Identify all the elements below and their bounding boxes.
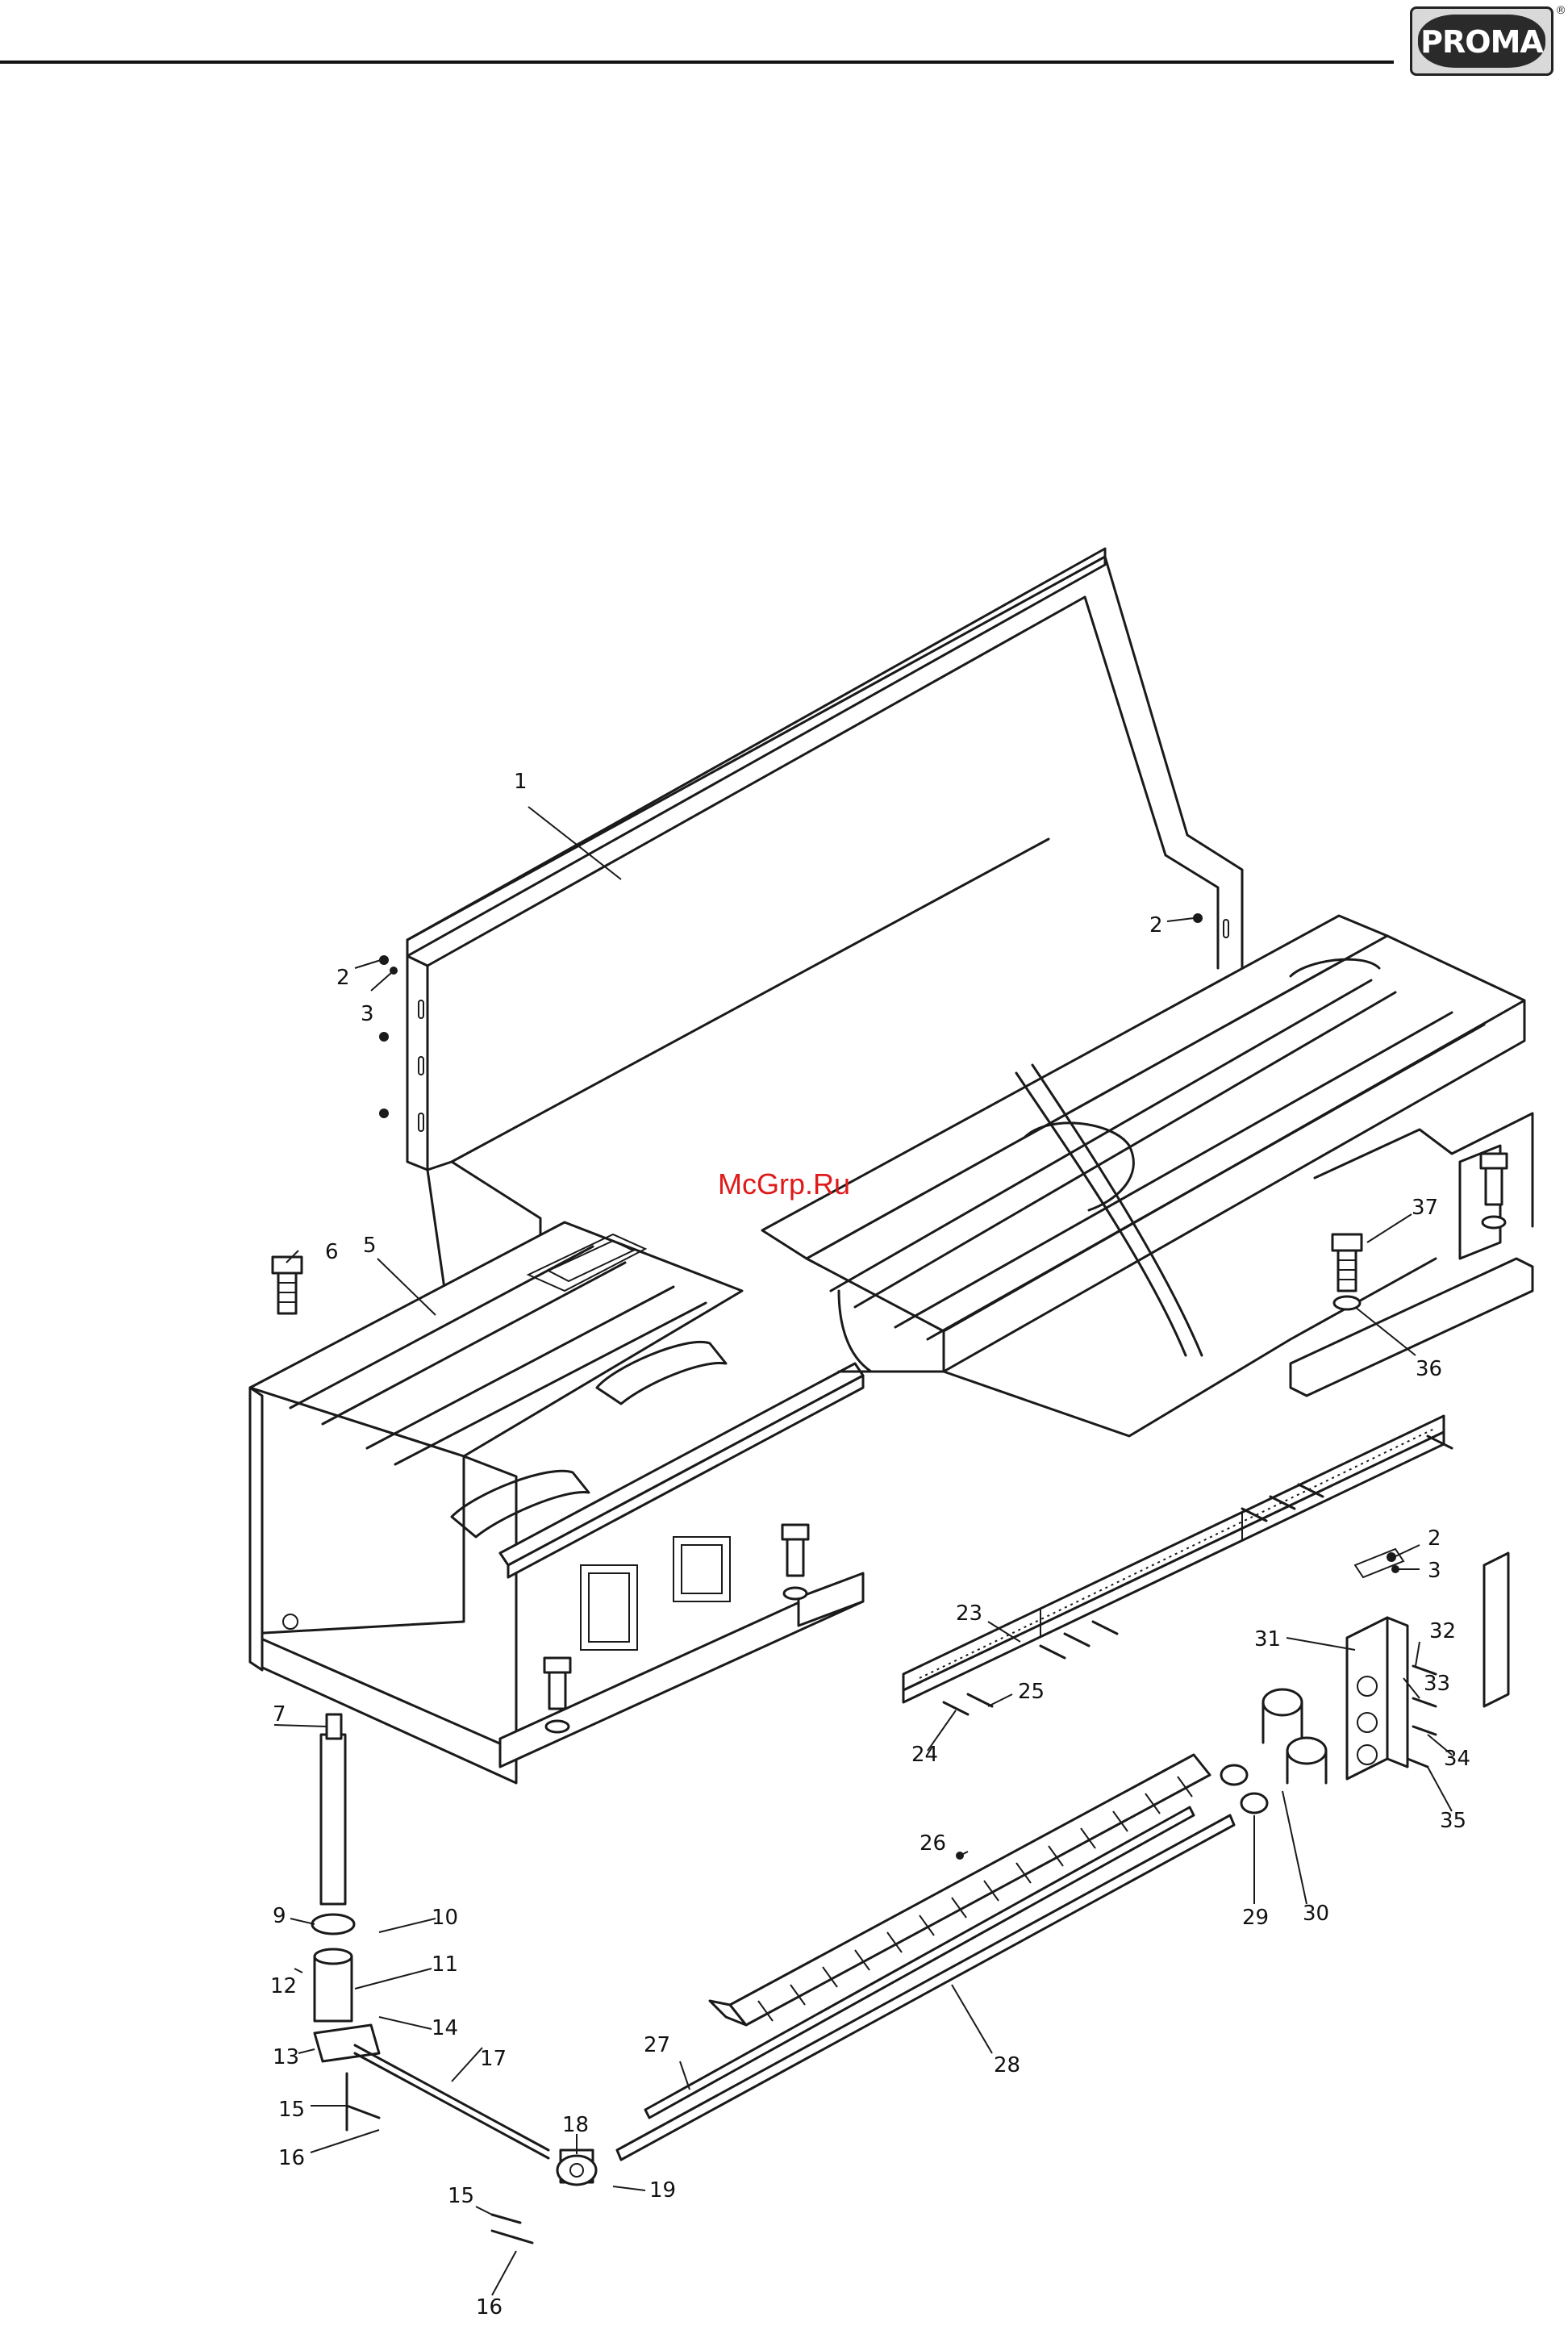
callout-17: 17 [480, 2047, 507, 2071]
coupling-18-icon [557, 2156, 596, 2185]
callout-15: 15 [278, 2098, 305, 2122]
callout-2: 2 [1428, 1526, 1441, 1551]
callout-6: 6 [325, 1240, 339, 1264]
callout-1: 1 [514, 770, 528, 794]
callout-3: 3 [1428, 1559, 1441, 1583]
callout-27: 27 [644, 2033, 670, 2057]
callout-5: 5 [363, 1234, 377, 1258]
lever-shaft-assembly [312, 1714, 593, 2182]
callout-12: 12 [270, 1974, 297, 1998]
callout-33: 33 [1424, 1672, 1450, 1696]
callout-24: 24 [911, 1743, 938, 1767]
callout-37: 37 [1412, 1196, 1438, 1220]
lead-screw-part [710, 1755, 1210, 2025]
callout-19: 19 [649, 2178, 676, 2203]
callout-29: 29 [1242, 1906, 1269, 1930]
callout-3: 3 [361, 1002, 374, 1026]
callout-18: 18 [562, 2113, 589, 2137]
bolt-37-icon [1332, 1234, 1362, 1309]
callout-13: 13 [273, 2045, 299, 2069]
callout-2: 2 [1149, 913, 1163, 937]
callout-30: 30 [1303, 1902, 1329, 1926]
bolt-foot-mid-icon [782, 1525, 808, 1599]
callout-26: 26 [920, 1831, 946, 1856]
callout-35: 35 [1440, 1809, 1466, 1833]
callout-31: 31 [1254, 1627, 1281, 1651]
bolt-6-icon [273, 1257, 302, 1313]
callout-11: 11 [432, 1952, 458, 1977]
callout-10: 10 [432, 1906, 458, 1930]
bushing-parts [1221, 1689, 1326, 1813]
callout-16: 16 [476, 2295, 503, 2320]
callout-7: 7 [273, 1702, 286, 1727]
watermark-text: McGrp.Ru [718, 1167, 850, 1200]
callout-15: 15 [448, 2184, 474, 2208]
callout-34: 34 [1444, 1747, 1470, 1771]
callout-28: 28 [994, 2053, 1020, 2077]
callout-25: 25 [1018, 1680, 1045, 1704]
callout-36: 36 [1416, 1357, 1442, 1381]
callout-9: 9 [273, 1904, 286, 1928]
bearing-bracket-part [1347, 1549, 1508, 1779]
feed-rod-part [617, 1807, 1234, 2160]
callout-14: 14 [432, 2016, 458, 2040]
callout-2: 2 [336, 966, 350, 990]
callout-23: 23 [956, 1601, 982, 1626]
callout-16: 16 [278, 2146, 305, 2170]
callout-32: 32 [1429, 1619, 1456, 1643]
